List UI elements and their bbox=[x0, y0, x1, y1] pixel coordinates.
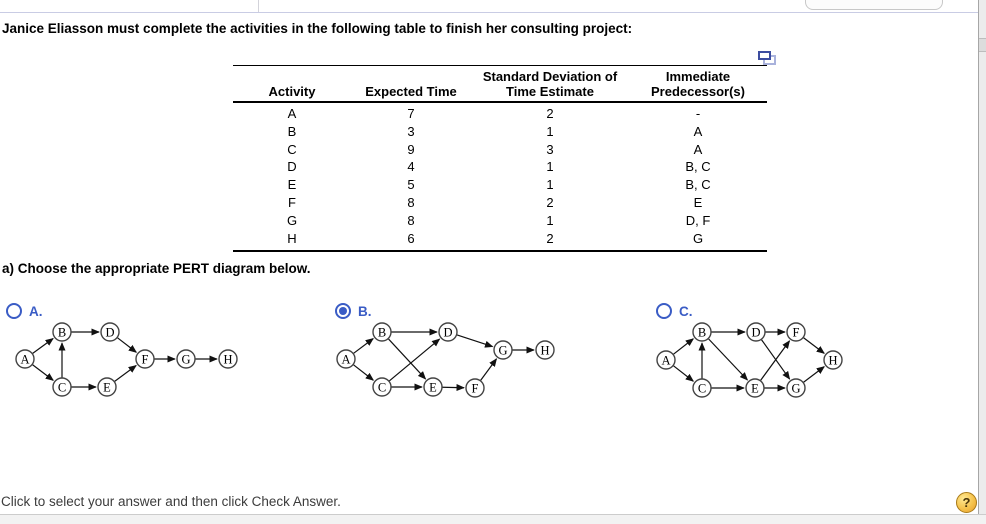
pert-diagram-option-c[interactable]: A B C D E F G H bbox=[656, 322, 852, 404]
svg-text:E: E bbox=[751, 382, 759, 396]
table-cell: 8 bbox=[407, 194, 415, 210]
option-b-radio[interactable] bbox=[335, 303, 351, 319]
enlarge-table-icon-front bbox=[758, 51, 771, 60]
table-cell: A bbox=[287, 106, 297, 121]
help-button[interactable]: ? bbox=[956, 492, 977, 513]
option-b-radio-row: B. bbox=[335, 303, 561, 319]
option-a-radio-row: A. bbox=[6, 303, 246, 319]
svg-text:C: C bbox=[378, 381, 386, 395]
table-cell: B, C bbox=[685, 159, 711, 175]
table-cell: H bbox=[287, 230, 297, 246]
activity-table-header: Activity Expected Time Standard Deviation … bbox=[233, 65, 767, 103]
svg-text:E: E bbox=[429, 381, 437, 395]
svg-text:C: C bbox=[58, 381, 66, 395]
svg-text:G: G bbox=[498, 344, 507, 358]
table-cell: 3 bbox=[407, 123, 415, 139]
table-cell: 2 bbox=[546, 230, 554, 246]
table-cell: B, C bbox=[685, 177, 711, 193]
table-cell: E bbox=[693, 194, 703, 210]
table-cell: 2 bbox=[546, 106, 554, 121]
header-column-divider bbox=[258, 0, 259, 12]
answer-option-b[interactable]: B. A B C D E F G H bbox=[335, 303, 561, 402]
pert-diagram-option-a[interactable]: A B C D E F G H bbox=[6, 322, 246, 402]
option-a-radio-dot bbox=[10, 307, 18, 315]
svg-text:H: H bbox=[828, 354, 837, 368]
svg-text:G: G bbox=[791, 382, 800, 396]
table-cell: D, F bbox=[685, 212, 711, 228]
top-toolbar-button[interactable] bbox=[805, 0, 943, 10]
table-cell: 1 bbox=[546, 159, 554, 175]
table-cell: 2 bbox=[546, 194, 554, 210]
table-cell: 3 bbox=[546, 141, 554, 157]
option-c-label[interactable]: C. bbox=[679, 303, 693, 319]
table-cell: 7 bbox=[407, 106, 415, 121]
svg-text:H: H bbox=[540, 344, 549, 358]
svg-text:C: C bbox=[698, 382, 706, 396]
table-cell: B bbox=[287, 123, 297, 139]
svg-text:A: A bbox=[341, 353, 350, 367]
table-cell: A bbox=[693, 141, 703, 157]
footer-instruction: Click to select your answer and then cli… bbox=[1, 494, 341, 509]
vertical-scrollbar-track[interactable] bbox=[978, 0, 986, 524]
pert-diagram-option-b[interactable]: A B C D E F G H bbox=[335, 322, 561, 402]
table-cell: A bbox=[693, 123, 703, 139]
vertical-scrollbar-thumb[interactable] bbox=[979, 38, 986, 52]
table-cell: 4 bbox=[407, 159, 415, 175]
table-cell: 5 bbox=[407, 177, 415, 193]
option-c-radio[interactable] bbox=[656, 303, 672, 319]
svg-text:F: F bbox=[793, 326, 800, 340]
svg-text:G: G bbox=[181, 353, 190, 367]
table-cell: G bbox=[286, 212, 298, 228]
svg-text:D: D bbox=[443, 326, 452, 340]
svg-text:B: B bbox=[58, 326, 66, 340]
enlarge-table-icon[interactable] bbox=[758, 51, 776, 65]
option-c-radio-dot bbox=[660, 307, 668, 315]
table-header-cell: Activity bbox=[268, 84, 316, 99]
activity-table: Activity Expected Time Standard Deviation … bbox=[233, 65, 767, 253]
svg-text:B: B bbox=[698, 326, 706, 340]
option-a-label[interactable]: A. bbox=[29, 303, 43, 319]
table-header-cell: Expected Time bbox=[365, 84, 457, 99]
table-cell: 8 bbox=[407, 212, 415, 228]
option-b-radio-dot bbox=[339, 307, 347, 315]
svg-text:D: D bbox=[751, 326, 760, 340]
svg-text:F: F bbox=[142, 353, 149, 367]
table-cell: G bbox=[692, 230, 704, 246]
top-divider-line bbox=[0, 12, 978, 13]
table-cell: F bbox=[288, 194, 296, 210]
table-cell: - bbox=[695, 106, 701, 121]
part-a-prompt: a) Choose the appropriate PERT diagram b… bbox=[2, 261, 311, 276]
svg-text:A: A bbox=[20, 353, 29, 367]
bottom-bar bbox=[0, 514, 986, 524]
table-cell: 6 bbox=[407, 230, 415, 246]
svg-text:F: F bbox=[472, 382, 479, 396]
table-cell: 1 bbox=[546, 212, 554, 228]
answer-option-c[interactable]: C. A B C D E F G H bbox=[656, 303, 852, 404]
option-c-radio-row: C. bbox=[656, 303, 852, 319]
svg-text:E: E bbox=[103, 381, 111, 395]
table-cell: 1 bbox=[546, 177, 554, 193]
table-cell: D bbox=[287, 159, 297, 175]
svg-text:A: A bbox=[661, 354, 670, 368]
question-intro: Janice Eliasson must complete the activi… bbox=[2, 21, 633, 36]
table-cell: 9 bbox=[407, 141, 415, 157]
svg-text:D: D bbox=[105, 326, 114, 340]
table-cell: C bbox=[287, 141, 297, 157]
answer-option-a[interactable]: A. A B C D E F G H bbox=[6, 303, 246, 402]
option-b-label[interactable]: B. bbox=[358, 303, 372, 319]
svg-text:B: B bbox=[378, 326, 386, 340]
option-a-radio[interactable] bbox=[6, 303, 22, 319]
svg-text:H: H bbox=[223, 353, 232, 367]
table-cell: 1 bbox=[546, 123, 554, 139]
table-cell: E bbox=[287, 177, 297, 193]
